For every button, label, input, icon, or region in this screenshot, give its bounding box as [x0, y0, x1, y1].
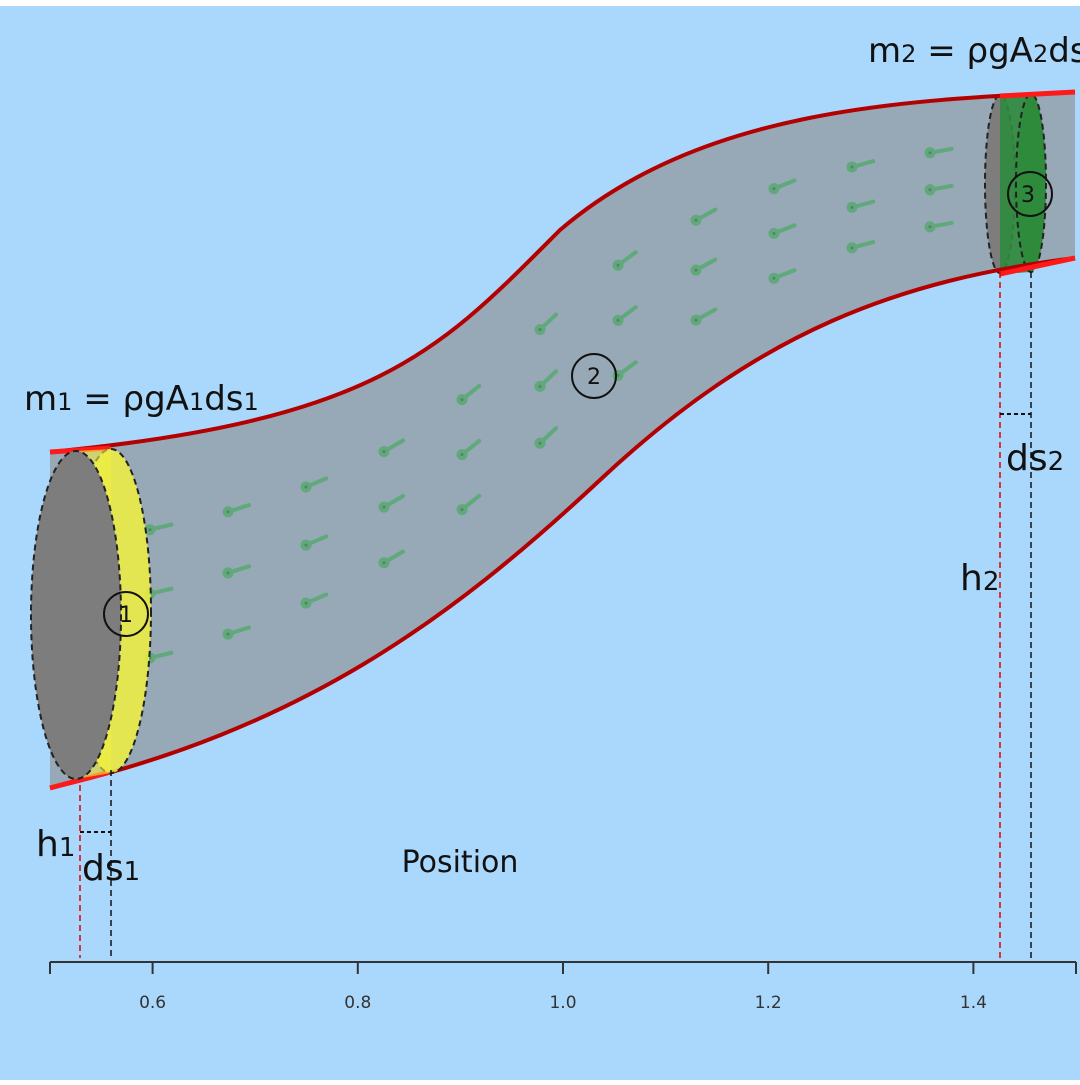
h2-label: h2: [960, 558, 999, 599]
pipe-top-wall: [49, 90, 1076, 454]
region-1-label: 1: [119, 603, 133, 628]
flow-arrow-origin: [690, 264, 702, 276]
flow-arrow-origin: [300, 597, 312, 609]
flow-arrow-origin: [612, 314, 624, 326]
flow-arrow-origin: [846, 242, 858, 254]
pipe-bottom-wall: [49, 256, 1076, 790]
axis-tick-label: 0.8: [344, 993, 371, 1013]
h1-label: h1: [36, 824, 75, 865]
pipe-top-wall-highlight: [49, 445, 111, 455]
pipe-bottom-wall-highlight-right: [999, 255, 1076, 277]
formula-m1: m1 = ρgA1ds1: [24, 379, 259, 419]
inlet-cross-section-face: [30, 450, 122, 780]
flow-arrow-origin: [144, 524, 156, 536]
region-3-label: 3: [1021, 183, 1035, 208]
flow-arrow-origin: [222, 506, 234, 518]
flow-arrow-origin: [378, 557, 390, 569]
flow-arrow-origin: [300, 539, 312, 551]
flow-arrow-origin: [846, 161, 858, 173]
ds1-label: ds1: [82, 848, 140, 889]
region-1-circle: [103, 591, 149, 637]
pipe-body: [50, 92, 1075, 788]
region-2-label: 2: [587, 365, 601, 390]
flow-arrow-origin: [456, 394, 468, 406]
position-axis: 0.6 0.8 1.0 1.2 1.4: [49, 961, 1077, 1013]
flow-arrow-origin: [768, 272, 780, 284]
flow-arrow-origin: [612, 259, 624, 271]
flow-arrow-origin: [534, 380, 546, 392]
flow-arrow-origin: [924, 184, 936, 196]
flow-arrow-origin: [924, 221, 936, 233]
flow-arrow-origin: [690, 214, 702, 226]
flow-arrow-origin: [222, 628, 234, 640]
flow-arrow-origin: [300, 481, 312, 493]
flow-arrow-origin: [846, 201, 858, 213]
flow-arrow-origin: [768, 183, 780, 195]
pipe-top-wall-highlight-right: [999, 89, 1076, 99]
axis-tick-label: 1.2: [755, 993, 782, 1013]
flow-arrow-origin: [534, 437, 546, 449]
flow-arrow-origin: [456, 504, 468, 516]
flow-arrow-origin: [690, 314, 702, 326]
flow-arrow-origin: [222, 567, 234, 579]
ds2-label: ds2: [1006, 438, 1064, 479]
flow-arrow-origin: [378, 446, 390, 458]
axis-tick-label: 1.4: [960, 993, 987, 1013]
flow-arrow-origin: [378, 501, 390, 513]
formula-m2: m2 = ρgA2ds2: [868, 31, 1080, 71]
flow-arrow-origin: [924, 147, 936, 159]
region-2-circle: [571, 353, 617, 399]
flow-arrow-origin: [768, 227, 780, 239]
axis-tick-label: 1.0: [549, 993, 576, 1013]
axis-tick-label: 0.6: [139, 993, 166, 1013]
flow-arrow-origin: [534, 324, 546, 336]
flow-arrow-origin: [456, 449, 468, 461]
region-3-circle: [1007, 171, 1053, 217]
axis-label: Position: [402, 845, 519, 880]
